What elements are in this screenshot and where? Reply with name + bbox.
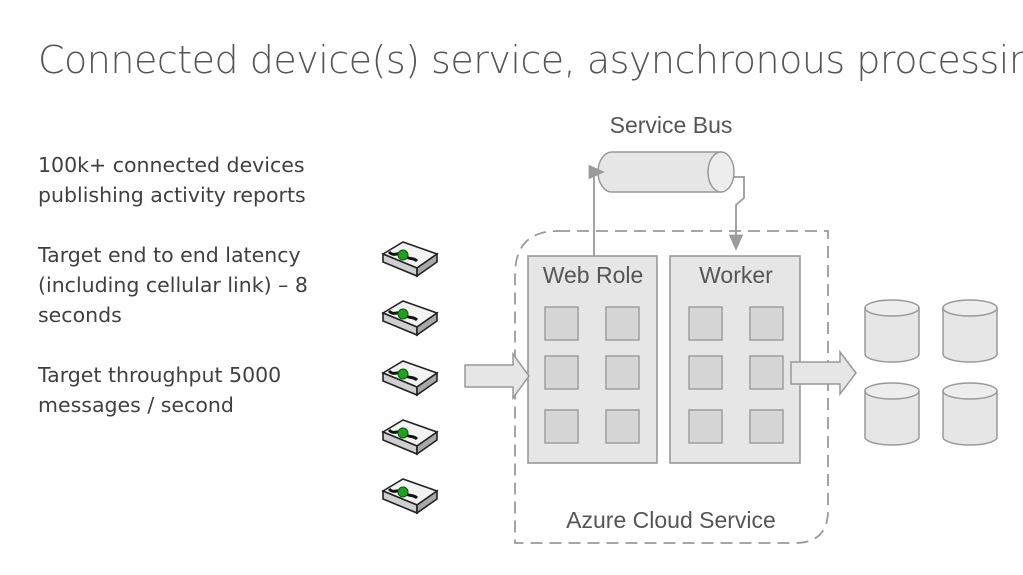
role-instance [749,409,784,444]
role-instance [688,409,723,444]
role-instance [688,306,723,341]
bullet-devices: 100k+ connected devices publishing activ… [38,153,306,207]
role-instance [544,306,579,341]
worker-instances [688,306,784,444]
web-role-label: Web Role [543,262,644,288]
device-icon [381,418,439,456]
storage-icon [864,299,920,363]
device-icon [381,477,439,515]
bullet-list: 100k+ connected devices publishing activ… [38,150,358,450]
storage-icon [942,382,998,446]
bus-to-worker-arrow [728,176,745,251]
role-instance [605,355,640,390]
cloud-service-boundary [514,230,829,544]
storage-icon [942,299,998,363]
role-instance [544,355,579,390]
role-instance [749,306,784,341]
cloud-service-label: Azure Cloud Service [566,507,776,533]
device-icon [381,299,439,337]
storage-icon [864,382,920,446]
worker-to-storage-arrow [790,349,857,397]
slide-title: Connected device(s) service, asynchronou… [38,38,1023,82]
role-instance [605,306,640,341]
service-bus-label: Service Bus [610,112,733,138]
worker-label: Worker [699,262,773,288]
connected-devices [381,240,439,515]
web-role-to-bus-arrow [588,164,605,256]
role-instance [688,355,723,390]
bullet-latency: Target end to end latency (including cel… [38,243,308,327]
role-instance [749,355,784,390]
service-bus-queue [597,151,735,193]
devices-to-web-role-arrow [464,351,530,401]
web-role-instances [544,306,640,444]
device-icon [381,240,439,278]
role-instance [605,409,640,444]
storage-cylinders [864,299,998,446]
bullet-throughput: Target throughput 5000 messages / second [38,363,282,417]
device-icon [381,359,439,397]
role-instance [544,409,579,444]
